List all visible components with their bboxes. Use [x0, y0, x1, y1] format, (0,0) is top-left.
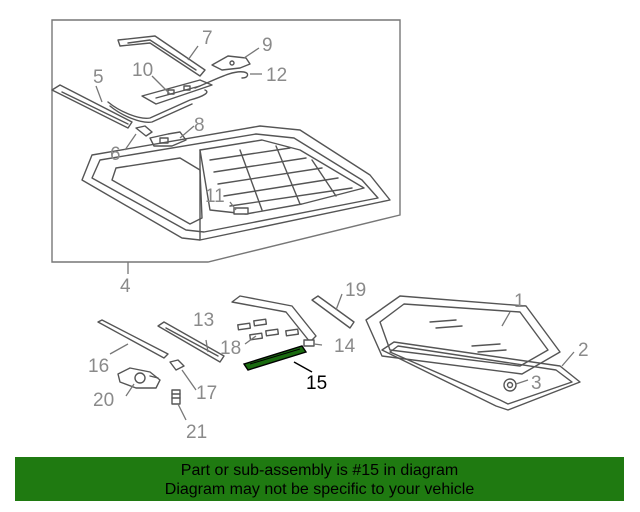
callout-9[interactable]: 9 [262, 35, 273, 56]
part-7-rail[interactable] [117, 35, 206, 77]
leader-lines [95, 45, 575, 421]
callout-19[interactable]: 19 [345, 280, 366, 301]
callout-10[interactable]: 10 [132, 60, 153, 81]
part-5-side-rail[interactable] [51, 84, 133, 129]
callout-12[interactable]: 12 [266, 65, 287, 86]
part-2-seal[interactable] [381, 341, 581, 411]
part-6-clip[interactable] [135, 125, 153, 137]
callout-4[interactable]: 4 [120, 276, 131, 297]
callout-6[interactable]: 6 [110, 144, 121, 165]
callout-8[interactable]: 8 [194, 115, 205, 136]
part-17-clip[interactable] [169, 359, 185, 371]
parts-diagram: 1 2 3 4 5 6 7 8 9 10 11 12 13 14 15 16 1… [51, 19, 589, 443]
part-20-motor[interactable] [117, 367, 161, 389]
part-12-cable[interactable] [194, 71, 249, 89]
callout-21[interactable]: 21 [186, 422, 207, 443]
part-14-rail[interactable] [231, 295, 317, 347]
part-15-highlighted[interactable] [242, 345, 308, 371]
part-21-bolt[interactable] [171, 389, 181, 405]
sub-assembly-box [51, 19, 401, 263]
part-16-strip[interactable] [97, 319, 169, 359]
callout-14[interactable]: 14 [334, 336, 356, 357]
info-banner: Part or sub-assembly is #15 in diagram D… [15, 457, 624, 501]
callout-3[interactable]: 3 [531, 373, 542, 394]
banner-line-1: Part or sub-assembly is #15 in diagram [180, 462, 459, 479]
sunroof-frame[interactable] [81, 125, 391, 241]
callout-13[interactable]: 13 [193, 310, 214, 331]
callout-11[interactable]: 11 [205, 186, 225, 207]
part-11-pad[interactable] [233, 207, 249, 215]
callout-18[interactable]: 18 [220, 338, 241, 359]
part-18-shims[interactable] [237, 318, 300, 341]
part-3-nut[interactable] [503, 378, 517, 392]
banner-line-2: Diagram may not be specific to your vehi… [164, 481, 475, 498]
callout-20[interactable]: 20 [93, 390, 114, 411]
callout-2[interactable]: 2 [578, 340, 589, 361]
callout-1[interactable]: 1 [514, 291, 525, 312]
part-9-bracket[interactable] [211, 55, 251, 71]
part-10-guide[interactable] [141, 79, 213, 105]
callout-16[interactable]: 16 [88, 356, 109, 377]
cable [107, 89, 208, 123]
callout-7[interactable]: 7 [202, 28, 213, 49]
callout-17[interactable]: 17 [196, 383, 217, 404]
part-19-strip[interactable] [311, 295, 355, 329]
part-1-glass[interactable] [365, 295, 561, 375]
callout-5[interactable]: 5 [93, 67, 104, 88]
callout-15[interactable]: 15 [306, 373, 327, 394]
part-13-rail[interactable] [157, 321, 225, 363]
callout-numbers: 1 2 3 4 5 6 7 8 9 10 11 12 13 14 15 16 1… [88, 28, 589, 443]
